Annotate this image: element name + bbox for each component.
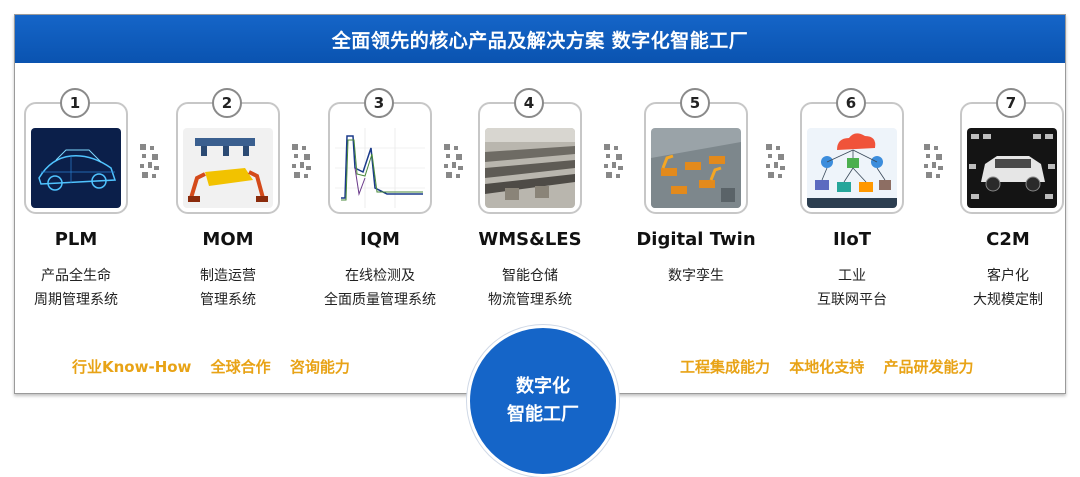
capability-tag: 产品研发能力	[883, 358, 974, 376]
step-title-digital-twin: Digital Twin	[636, 229, 756, 250]
qr-connector-icon	[442, 142, 466, 182]
step-description-iiot: 工业 互联网平台	[752, 264, 952, 312]
step-title-plm: PLM	[54, 229, 98, 250]
step-number-badge: 7	[996, 88, 1026, 118]
step-number-badge: 6	[836, 88, 866, 118]
iot-network-image	[807, 128, 897, 208]
step-description-wms-les: 智能仓储 物流管理系统	[430, 264, 630, 312]
step-card-iiot: 6	[800, 88, 904, 214]
description-line: 制造运营	[200, 268, 256, 284]
capability-tag: 工程集成能力	[680, 358, 771, 376]
description-line: 客户化	[987, 268, 1029, 284]
description-line: 智能仓储	[502, 268, 558, 284]
description-line: 物流管理系统	[488, 292, 572, 308]
qr-connector-icon	[602, 142, 626, 182]
description-line: 互联网平台	[817, 292, 887, 308]
qr-connector-icon	[290, 142, 314, 182]
step-card-digital-twin: 5	[644, 88, 748, 214]
description-line: 在线检测及	[345, 268, 415, 284]
step-number-badge: 4	[514, 88, 544, 118]
step-card-c2m: 7	[960, 88, 1064, 214]
description-line: 周期管理系统	[34, 292, 118, 308]
step-card-plm: 1	[24, 88, 128, 214]
description-line: 管理系统	[200, 292, 256, 308]
description-line: 大规模定制	[973, 292, 1043, 308]
qr-connector-icon	[764, 142, 788, 182]
step-card-mom: 2	[176, 88, 280, 214]
capability-tag: 全球合作	[210, 358, 271, 376]
warehouse-image	[485, 128, 575, 208]
step-number-badge: 1	[60, 88, 90, 118]
title-banner: 全面领先的核心产品及解决方案 数字化智能工厂	[15, 15, 1065, 63]
step-description-iqm: 在线检测及 全面质量管理系统	[280, 264, 480, 312]
capability-tag: 咨询能力	[289, 358, 350, 376]
step-description-plm: 产品全生命 周期管理系统	[0, 264, 176, 312]
robot-line-image	[183, 128, 273, 208]
step-number-badge: 2	[212, 88, 242, 118]
step-title-c2m: C2M	[986, 229, 1030, 250]
step-card-wms-les: 4	[478, 88, 582, 214]
qr-connector-icon	[138, 142, 162, 182]
step-number-badge: 3	[364, 88, 394, 118]
step-title-iiot: IIoT	[832, 229, 872, 250]
digital-factory-image	[651, 128, 741, 208]
right-capabilities: 工程集成能力 本地化支持 产品研发能力	[680, 356, 988, 377]
step-number-badge: 5	[680, 88, 710, 118]
car-wireframe-image	[31, 128, 121, 208]
custom-suv-image	[967, 128, 1057, 208]
circle-line-2: 智能工厂	[507, 404, 579, 425]
quality-chart-image	[335, 128, 425, 208]
capability-tag: 本地化支持	[789, 358, 865, 376]
step-card-iqm: 3	[328, 88, 432, 214]
description-line: 产品全生命	[41, 268, 111, 284]
left-capabilities: 行业Know-How 全球合作 咨询能力	[72, 356, 364, 377]
step-title-iqm: IQM	[360, 229, 400, 250]
qr-connector-icon	[922, 142, 946, 182]
step-title-wms-les: WMS&LES	[478, 229, 582, 250]
step-title-mom: MOM	[202, 229, 254, 250]
page-title: 全面领先的核心产品及解决方案 数字化智能工厂	[331, 29, 749, 52]
step-description-mom: 制造运营 管理系统	[128, 264, 328, 312]
circle-line-1: 数字化	[516, 376, 570, 397]
description-line: 工业	[838, 268, 866, 284]
digital-factory-circle: 数字化 智能工厂	[467, 325, 619, 477]
description-line: 全面质量管理系统	[324, 292, 436, 308]
step-description-digital-twin: 数字孪生	[596, 264, 796, 288]
step-description-c2m: 客户化 大规模定制	[908, 264, 1080, 312]
capability-tag: 行业Know-How	[72, 358, 192, 376]
description-line: 数字孪生	[668, 268, 724, 284]
